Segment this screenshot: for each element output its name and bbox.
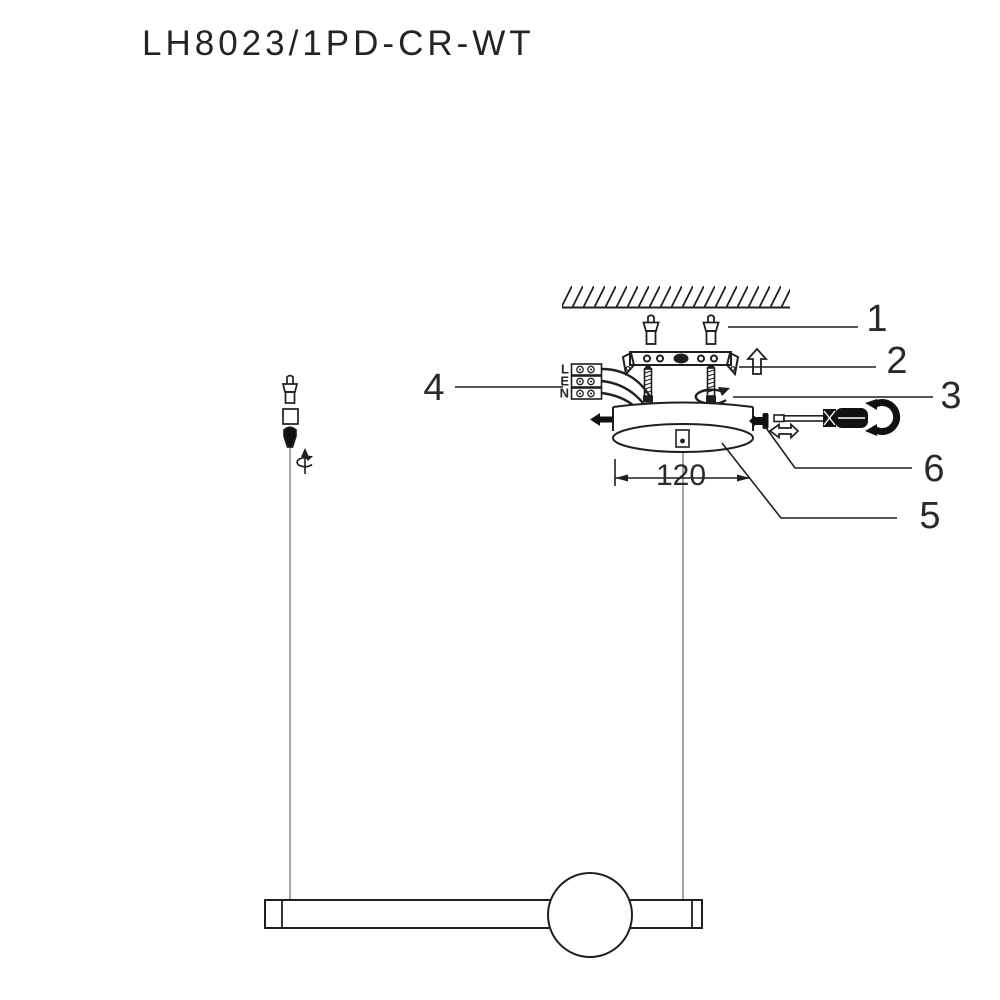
callout-2: 2 — [886, 340, 907, 382]
cable-gland — [675, 429, 690, 448]
callout-3: 3 — [940, 375, 961, 417]
dimension-120: 120 — [614, 459, 750, 492]
terminal-block: L E N — [560, 362, 603, 401]
wall-anchor-left — [642, 314, 660, 345]
screwdriver-rotation-arrow — [865, 399, 901, 436]
callout-5: 5 — [919, 495, 940, 537]
canopy — [612, 401, 754, 453]
pendant-bar — [264, 899, 703, 929]
wall-anchor-right — [702, 314, 720, 345]
mounting-bracket — [621, 351, 740, 377]
terminal-label-neutral: N — [560, 386, 569, 401]
anchor-kit-left — [281, 374, 299, 448]
ceiling-hatch — [562, 286, 790, 309]
dimension-value: 120 — [656, 459, 706, 492]
ceiling-cup — [282, 408, 299, 425]
push-direction-arrow — [590, 413, 612, 426]
callout-6: 6 — [923, 448, 944, 490]
double-arrow — [768, 422, 800, 440]
up-arrow — [745, 347, 769, 375]
cable-rotation-indicator — [296, 448, 313, 474]
product-code: LH8023/1PD-CR-WT — [142, 24, 535, 63]
callout-1: 1 — [866, 298, 887, 340]
leader-line-6 — [763, 424, 912, 469]
screwdriver — [773, 408, 868, 428]
mounting-screw-right — [706, 361, 716, 404]
pendant-sphere — [547, 872, 633, 958]
terminal-label-earth: E — [560, 374, 569, 389]
leader-line-5 — [721, 442, 897, 519]
callout-4: 4 — [423, 367, 444, 409]
terminal-label-live: L — [561, 362, 569, 377]
cord-grip — [283, 426, 297, 448]
